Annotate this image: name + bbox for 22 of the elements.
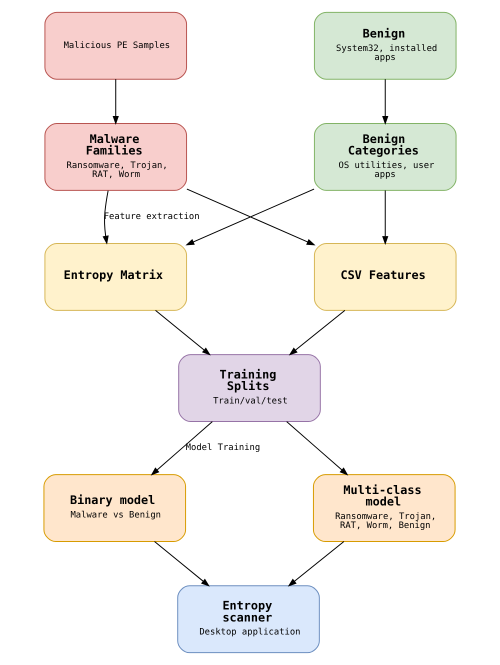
node-box: Entropy Matrix	[44, 243, 188, 311]
node-box: Multi-class model Ransomware, Trojan, RAT, Worm, Benign	[312, 474, 456, 542]
node-box: Entropy scanner Desktop application	[177, 585, 320, 654]
arrow	[102, 190, 109, 245]
arrow	[150, 421, 213, 476]
edge-label: Feature extraction	[104, 212, 200, 222]
arrow	[382, 78, 388, 125]
node-box: Benign Categories OS utilities, user apps	[314, 123, 457, 191]
node-box: Malicious PE Samples	[44, 12, 188, 80]
node-box: CSV Features	[314, 243, 457, 311]
arrow	[382, 190, 388, 245]
arrow	[154, 541, 210, 587]
arrow	[288, 541, 344, 587]
arrow	[112, 78, 119, 125]
arrow	[155, 310, 211, 356]
node-box: Training Splits Train/val/test	[178, 354, 321, 422]
edge-label: Model Training	[186, 443, 260, 454]
node-box: Binary model Malware vs Benign	[43, 474, 186, 542]
arrow	[286, 421, 348, 476]
arrow	[288, 310, 346, 356]
node-box: Benign System32, installed apps	[314, 12, 457, 80]
node-box: Malware Families Ransomware, Trojan, RAT, Worm	[44, 123, 188, 191]
